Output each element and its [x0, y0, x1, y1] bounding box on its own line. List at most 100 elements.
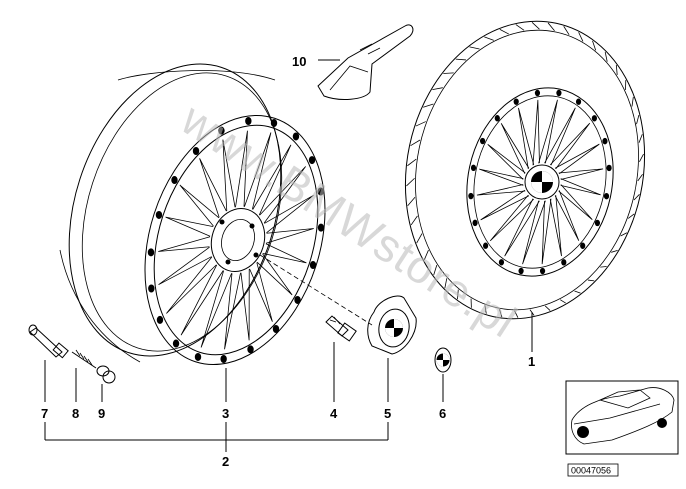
rim-spoke — [250, 263, 273, 322]
callout-9: 9 — [98, 406, 105, 421]
tread-groove — [432, 88, 442, 90]
rim-spoke — [180, 185, 219, 226]
wheel-spoke — [539, 100, 558, 163]
wheel-bolt — [535, 90, 540, 96]
wheel-bolt — [499, 259, 504, 265]
rim-bolt — [310, 261, 316, 269]
wheel-spoke — [542, 199, 551, 264]
wheel-bolt — [561, 259, 566, 265]
wheel-bolt — [471, 165, 476, 171]
wheel-bolt — [495, 115, 500, 121]
wheel-bolt — [602, 138, 607, 144]
wheel-spoke — [555, 144, 599, 174]
tread-groove — [408, 197, 415, 205]
valve-drawing — [29, 325, 68, 358]
callout-6: 6 — [439, 406, 446, 421]
wheel-spoke — [545, 108, 576, 165]
rim-bolt — [173, 340, 179, 348]
tread-groove — [639, 134, 642, 142]
watermark-text: www.BMWstore.pl — [172, 92, 527, 348]
valve-cap-drawing — [97, 366, 115, 383]
wheel-bolt — [576, 99, 581, 105]
tread-groove — [406, 178, 414, 186]
tread-groove — [564, 26, 569, 35]
tread-groove — [500, 29, 509, 34]
rim-spoke — [166, 257, 216, 314]
tread-groove — [545, 306, 550, 311]
wheel-bolt — [514, 98, 519, 104]
wheel-bolt — [472, 220, 477, 226]
wheel-tool-drawing — [318, 25, 413, 100]
rim-bolt — [171, 176, 177, 184]
tread-groove — [560, 300, 566, 303]
tread-groove — [411, 140, 420, 146]
tread-groove — [621, 233, 627, 236]
wheel-spoke — [518, 108, 533, 169]
inset-code-box: 00047056 — [568, 464, 618, 476]
rim-spoke — [241, 269, 249, 340]
tread-groove — [516, 25, 524, 31]
rim-bolt — [148, 285, 154, 293]
wheel-spoke — [533, 100, 539, 165]
wheel-spoke — [481, 190, 529, 220]
wheel-spoke — [479, 169, 523, 185]
inset-car-drawing — [566, 381, 678, 454]
rim-bolt — [247, 345, 253, 353]
tread-groove — [574, 291, 580, 293]
callout-7: 7 — [41, 406, 48, 421]
tread-groove — [423, 104, 433, 107]
wheel-spoke — [550, 123, 590, 169]
tread-groove — [639, 154, 643, 162]
tread-groove — [634, 194, 639, 200]
tread-groove — [470, 47, 480, 49]
wheel-spoke — [490, 195, 534, 241]
lug-bolt-drawing — [326, 316, 356, 341]
wheel-spoke — [559, 169, 603, 180]
wheel-spoke — [561, 179, 601, 195]
tread-groove — [411, 216, 417, 225]
tread-groove — [484, 37, 494, 40]
rim-bolt — [271, 119, 277, 127]
rim-bolt — [195, 353, 201, 361]
rim-spoke — [166, 217, 214, 236]
tread-groove — [532, 22, 539, 29]
tread-groove — [588, 280, 594, 281]
callout-4: 4 — [330, 406, 338, 421]
callout-1: 1 — [528, 354, 535, 369]
valve-core-drawing — [72, 350, 96, 368]
tread-groove — [407, 159, 416, 166]
wheel-spoke — [477, 185, 525, 196]
tread-groove — [616, 65, 617, 75]
rim-bolt — [156, 211, 162, 219]
wheel-bolt — [518, 268, 523, 274]
rim-spoke — [158, 237, 210, 252]
callout-3: 3 — [222, 406, 229, 421]
wheel-bolt — [540, 268, 545, 274]
rim-bolt — [148, 248, 154, 256]
callout-2: 2 — [222, 454, 229, 469]
wheel-bolt — [480, 138, 485, 144]
leader-lines — [45, 60, 532, 452]
callout-10: 10 — [292, 54, 306, 69]
tread-groove — [628, 214, 634, 218]
wheel-bolt — [468, 193, 473, 199]
tread-groove — [600, 267, 606, 268]
rim-bolt — [294, 296, 300, 304]
wheel-bolt — [604, 193, 609, 199]
rim-spoke — [181, 265, 223, 335]
rim-spoke — [257, 254, 292, 295]
rim-bolt — [157, 316, 163, 324]
tread-groove — [637, 115, 639, 124]
callout-8: 8 — [72, 406, 79, 421]
rim-bolt — [220, 355, 226, 363]
tread-groove — [456, 59, 466, 60]
tread-groove — [638, 174, 643, 181]
tread-groove — [416, 122, 426, 126]
hub-cap-drawing — [368, 296, 416, 354]
wheel-bolt — [607, 165, 612, 171]
rim-spoke — [159, 247, 212, 284]
wheel-bolt — [592, 115, 597, 121]
rim-bolt — [293, 132, 299, 140]
wheel-spoke — [505, 199, 540, 256]
